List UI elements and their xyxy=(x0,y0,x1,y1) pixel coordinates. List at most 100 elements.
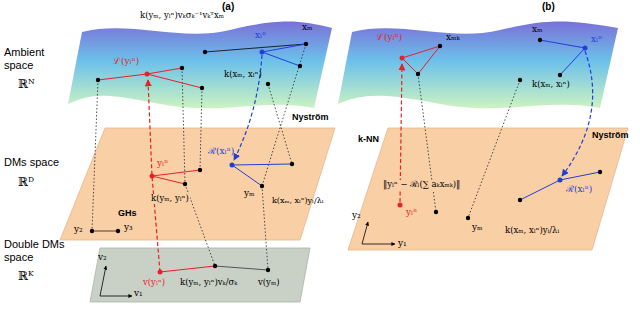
axis-label: y₁ xyxy=(398,238,407,248)
point-label: yₘ xyxy=(244,188,255,198)
data-point xyxy=(298,64,302,68)
point-label: xₘ xyxy=(302,22,313,32)
data-point xyxy=(438,44,442,48)
point-label: v(yₘ) xyxy=(258,278,279,288)
point-label: ℒ(yₗⁿ) xyxy=(376,32,402,42)
point-label: yₗⁿ xyxy=(406,207,417,217)
data-point xyxy=(583,46,588,51)
space-name: Ambient space xyxy=(4,46,66,71)
space-symbol: ℝᴷ xyxy=(18,270,34,284)
kernel-line xyxy=(232,165,262,186)
data-point xyxy=(180,66,184,70)
data-point xyxy=(158,270,163,275)
kernel-line xyxy=(560,172,600,180)
kernel-line xyxy=(147,68,182,74)
math-label: k(xₘ, xₗⁿ) xyxy=(224,70,262,80)
dms-plane xyxy=(348,128,628,250)
kernel-line xyxy=(98,74,147,80)
data-point xyxy=(266,268,270,272)
math-label: k(yₘ, yₗⁿ)vₖ/σₖ xyxy=(180,278,237,288)
mapping-line xyxy=(200,88,202,170)
data-point xyxy=(400,56,405,61)
space-name: DMs space xyxy=(4,156,66,169)
point-label: yₗⁿ xyxy=(157,158,168,168)
ambient-surface xyxy=(338,22,618,109)
axis-label: v₁ xyxy=(134,288,143,298)
math-label: k(yₘ, yₗⁿ)vₖσₖ⁻¹vₖᵀxₘ xyxy=(140,11,224,21)
space-symbol: ℝᴰ xyxy=(18,176,34,190)
kernel-line xyxy=(152,176,185,184)
data-point xyxy=(266,82,270,86)
data-point xyxy=(183,182,187,186)
data-point xyxy=(290,162,294,166)
mapping-line xyxy=(418,74,436,212)
data-point xyxy=(230,163,235,168)
nystrom-arrow xyxy=(562,51,593,176)
kernel-line xyxy=(205,44,306,52)
kernel-line xyxy=(160,266,215,272)
space-name: Double DMs space xyxy=(4,238,89,263)
data-point xyxy=(145,72,150,77)
point-label: xₗⁿ xyxy=(255,30,266,40)
dms-plane xyxy=(60,128,335,240)
mapping-line xyxy=(182,68,185,184)
data-point xyxy=(518,198,522,202)
axes xyxy=(362,222,395,244)
math-label: k(xₘ, xₗⁿ) xyxy=(532,80,570,90)
point-label: y₂ xyxy=(74,224,83,234)
data-point xyxy=(466,216,470,220)
ghs-arrow xyxy=(148,80,160,272)
kernel-line xyxy=(147,74,202,88)
data-point xyxy=(538,38,542,42)
mapping-line xyxy=(262,186,268,270)
data-point xyxy=(200,86,204,90)
point-label: xₘ xyxy=(532,24,543,34)
kernel-line xyxy=(262,52,300,66)
plane-line xyxy=(92,231,118,232)
data-point xyxy=(598,170,602,174)
mapping-line xyxy=(92,80,98,231)
method-label: GHs xyxy=(118,208,137,218)
point-label: xₗⁿ xyxy=(591,34,602,44)
data-point xyxy=(260,184,264,188)
data-point xyxy=(203,50,207,54)
axes xyxy=(100,266,132,296)
point-label: v(yₗⁿ) xyxy=(143,278,165,288)
panel-letter: (b) xyxy=(542,1,555,13)
kernel-line xyxy=(262,44,306,52)
data-point xyxy=(90,229,94,233)
point-label: ℛ(xₗⁿ) xyxy=(208,146,234,156)
double-dms-plane xyxy=(90,248,310,302)
kernel-line xyxy=(152,170,200,176)
method-label: Nyström xyxy=(592,130,629,140)
data-point xyxy=(198,168,202,172)
math-label: k(xₘ, xₗⁿ)yₗ/λₗ xyxy=(272,196,324,205)
point-label: ℛ(xₗⁿ) xyxy=(566,184,592,194)
kernel-line xyxy=(540,40,585,48)
data-point xyxy=(434,210,438,214)
kernel-line xyxy=(560,48,585,75)
neighbour-triangle xyxy=(402,46,440,74)
data-point xyxy=(398,203,403,208)
math-label: k(yₘ, yₗⁿ) xyxy=(150,194,190,204)
point-label: xₘₖ xyxy=(446,32,460,42)
kernel-line xyxy=(520,180,560,200)
data-point xyxy=(213,264,217,268)
data-point xyxy=(558,178,563,183)
kernel-line xyxy=(215,266,268,270)
kernel-line xyxy=(232,164,292,165)
data-point xyxy=(518,78,522,82)
mapping-line xyxy=(468,80,520,218)
data-point xyxy=(304,42,308,46)
math-label: ‖yₗⁿ − ℛₗ(∑ aₖxₘₖ)‖ xyxy=(382,180,461,190)
point-label: y₃ xyxy=(124,222,133,232)
data-point xyxy=(558,73,562,77)
method-label: Nyström xyxy=(292,112,329,122)
mapping-line xyxy=(268,84,292,164)
ambient-surface xyxy=(68,22,332,109)
axis-label: y₂ xyxy=(352,210,361,220)
data-point xyxy=(96,78,100,82)
data-point xyxy=(150,174,155,179)
